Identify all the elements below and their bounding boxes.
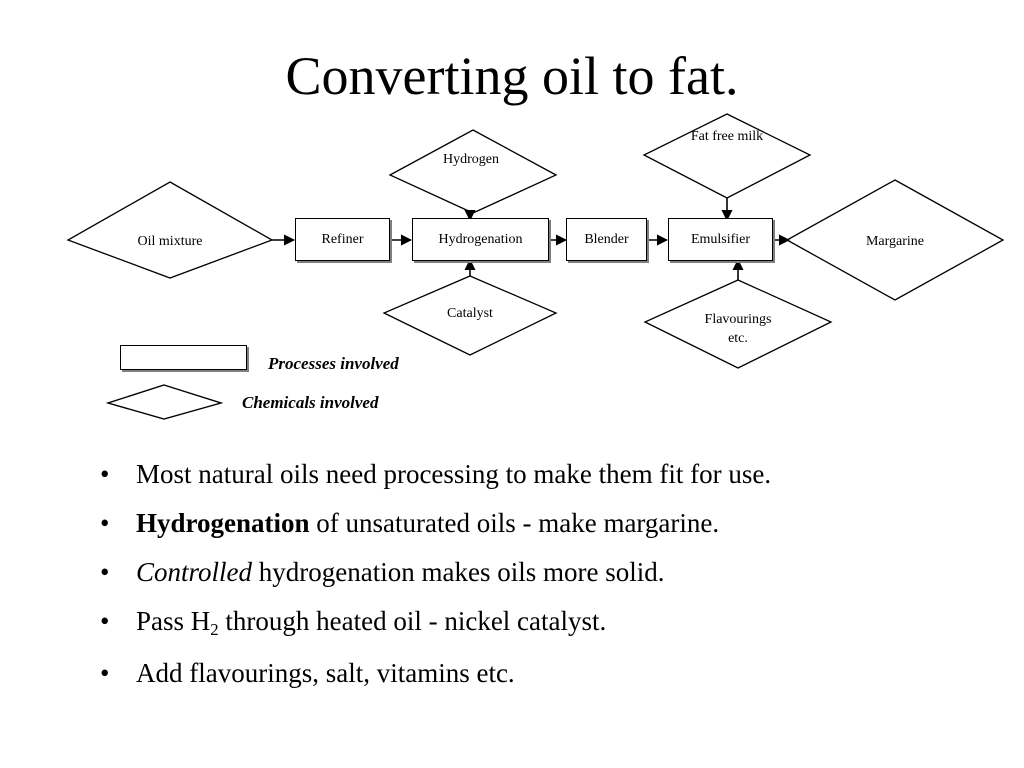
bullet-item-1: • Most natural oils need processing to m… xyxy=(92,450,992,499)
bullet-text-3: Controlled hydrogenation makes oils more… xyxy=(136,557,665,587)
bullet-text-5: Add flavourings, salt, vitamins etc. xyxy=(136,658,515,688)
page-title: Converting oil to fat. xyxy=(285,46,739,106)
bullet-item-3: • Controlled hydrogenation makes oils mo… xyxy=(92,548,992,597)
process-node-blender[interactable]: Blender xyxy=(566,218,647,261)
process-node-refiner[interactable]: Refiner xyxy=(295,218,390,261)
bullet-list: • Most natural oils need processing to m… xyxy=(92,450,992,698)
diamond-catalyst xyxy=(382,275,558,356)
bullet-text-1: Most natural oils need processing to mak… xyxy=(136,459,772,489)
process-label-blender: Blender xyxy=(584,231,629,247)
flow-diagram: Refiner Hydrogenation Blender Emulsifier… xyxy=(0,110,1024,430)
bullet-text-4: Pass H2 through heated oil - nickel cata… xyxy=(136,606,607,640)
diamond-fat-free-milk xyxy=(642,113,812,199)
bullet-marker: • xyxy=(100,508,110,538)
diamond-oil-mixture xyxy=(66,181,274,279)
bullet-marker: • xyxy=(100,606,110,636)
process-node-emulsifier[interactable]: Emulsifier xyxy=(668,218,773,261)
process-label-hydrogenation: Hydrogenation xyxy=(438,231,523,247)
bullet-marker: • xyxy=(100,658,110,688)
diamond-margarine xyxy=(785,179,1005,301)
bullet-item-5: • Add flavourings, salt, vitamins etc. xyxy=(92,649,992,698)
process-node-hydrogenation[interactable]: Hydrogenation xyxy=(412,218,549,261)
bullet-item-2: • Hydrogenation of unsaturated oils - ma… xyxy=(92,499,992,548)
bullet-marker: • xyxy=(100,557,110,587)
process-label-refiner: Refiner xyxy=(321,231,364,247)
bullet-text-2: Hydrogenation of unsaturated oils - make… xyxy=(136,508,720,538)
bullet-marker: • xyxy=(100,459,110,489)
diamond-flavourings xyxy=(643,279,833,369)
diagram-connectors-and-shapes xyxy=(66,113,1005,369)
process-label-emulsifier: Emulsifier xyxy=(690,231,751,247)
bullet-item-4: • Pass H2 through heated oil - nickel ca… xyxy=(92,597,992,649)
diamond-hydrogen xyxy=(388,129,558,214)
